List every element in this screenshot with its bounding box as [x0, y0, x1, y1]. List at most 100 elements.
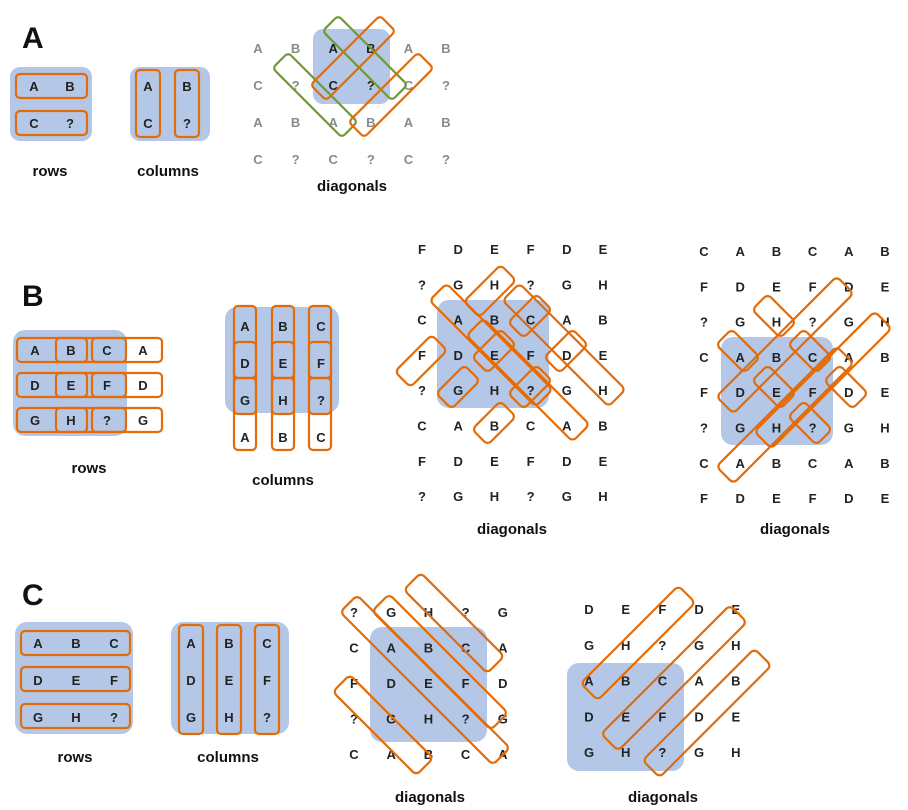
row-box: [14, 109, 89, 137]
grid-cell: G: [453, 383, 463, 398]
grid-cell: E: [881, 491, 890, 506]
grid-cell: D: [694, 602, 703, 617]
grid-cell: A: [584, 674, 594, 689]
grid-cell: A: [30, 343, 40, 358]
diagonal-box-orange: [311, 16, 395, 100]
grid-cell: B: [66, 343, 75, 358]
grid-cell: ?: [700, 421, 708, 436]
diagonal-box-orange: [404, 573, 504, 673]
grid-cell: E: [490, 348, 499, 363]
grid-cell: C: [417, 419, 427, 434]
grid-cell: ?: [350, 712, 358, 727]
grid-cell: E: [772, 279, 781, 294]
grid-cell: D: [33, 673, 42, 688]
grid-cell: C: [404, 152, 414, 167]
row-box: [54, 336, 128, 364]
grid-cell: A: [387, 641, 397, 656]
grid-cell: E: [225, 673, 234, 688]
grid-cell: H: [621, 745, 630, 760]
grid-cell: B: [278, 430, 287, 445]
grid-cell: A: [844, 244, 854, 259]
grid-cell: ?: [263, 710, 271, 725]
grid-cell: ?: [442, 152, 450, 167]
grid-cell: ?: [418, 489, 426, 504]
grid-cell: A: [736, 350, 746, 365]
row-box: [15, 336, 89, 364]
diagonal-box-orange: [503, 284, 625, 406]
grid-cell: G: [735, 421, 745, 436]
grid-cell: E: [731, 709, 740, 724]
grid-cell: ?: [292, 152, 300, 167]
grid-cell: F: [418, 454, 426, 469]
grid-cell: A: [736, 244, 746, 259]
diagonal-box-orange: [581, 586, 695, 700]
grid-cell: B: [441, 41, 450, 56]
grid-cell: C: [808, 456, 818, 471]
grid-cell: A: [454, 313, 464, 328]
highlight-region: [171, 622, 289, 734]
grid-cell: D: [584, 709, 593, 724]
grid-cell: H: [772, 421, 781, 436]
grid-cell: A: [562, 313, 572, 328]
grid-cell: F: [527, 348, 535, 363]
grid-cell: ?: [809, 421, 817, 436]
grid-cell: C: [404, 78, 414, 93]
grid-cell: A: [736, 456, 746, 471]
grid-cell: G: [386, 605, 396, 620]
grid-cell: B: [224, 636, 233, 651]
column-box: [232, 376, 258, 452]
grid-cell: G: [30, 413, 40, 428]
grid-cell: ?: [658, 638, 666, 653]
grid-cell: B: [772, 244, 781, 259]
grid-cell: ?: [527, 489, 535, 504]
diagonal-box-orange: [395, 335, 447, 387]
grid-cell: G: [138, 413, 148, 428]
diagonal-box-orange: [825, 366, 867, 408]
grid-cell: C: [29, 116, 39, 131]
diagonal-box-orange: [789, 402, 831, 444]
caption-columns: columns: [137, 163, 199, 180]
diagonal-box-orange: [789, 330, 831, 372]
grid-cell: B: [880, 350, 889, 365]
grid-cell: D: [240, 356, 249, 371]
grid-cell: G: [562, 489, 572, 504]
grid-cell: D: [498, 676, 507, 691]
grid-cell: E: [279, 356, 288, 371]
grid-cell: B: [71, 636, 80, 651]
grid-cell: G: [735, 315, 745, 330]
grid-cell: H: [772, 315, 781, 330]
grid-cell: F: [700, 279, 708, 294]
grid-cell: C: [349, 641, 359, 656]
column-box: [232, 340, 258, 416]
grid-cell: F: [317, 356, 325, 371]
grid-cell: C: [461, 641, 471, 656]
grid-cell: B: [880, 456, 889, 471]
column-box: [307, 376, 333, 452]
grid-cell: F: [658, 709, 666, 724]
grid-cell: A: [387, 747, 397, 762]
grid-cell: C: [699, 244, 709, 259]
highlight-region: [130, 67, 210, 141]
highlight-region: [15, 622, 133, 734]
grid-cell: H: [731, 745, 740, 760]
grid-cell: G: [453, 277, 463, 292]
grid-cell: A: [498, 641, 508, 656]
grid-cell: A: [404, 41, 414, 56]
grid-cell: D: [454, 242, 463, 257]
grid-cell: B: [490, 419, 499, 434]
grid-cell: H: [424, 712, 433, 727]
grid-cell: C: [253, 152, 263, 167]
grid-cell: G: [584, 638, 594, 653]
grid-cell: D: [138, 378, 147, 393]
grid-cell: H: [621, 638, 630, 653]
grid-cell: E: [72, 673, 81, 688]
column-box: [134, 68, 162, 139]
diagonal-box-orange: [509, 295, 551, 337]
grid-cell: G: [186, 710, 196, 725]
row-box: [15, 371, 89, 399]
highlight-region: [370, 627, 487, 742]
grid-cell: C: [329, 152, 339, 167]
